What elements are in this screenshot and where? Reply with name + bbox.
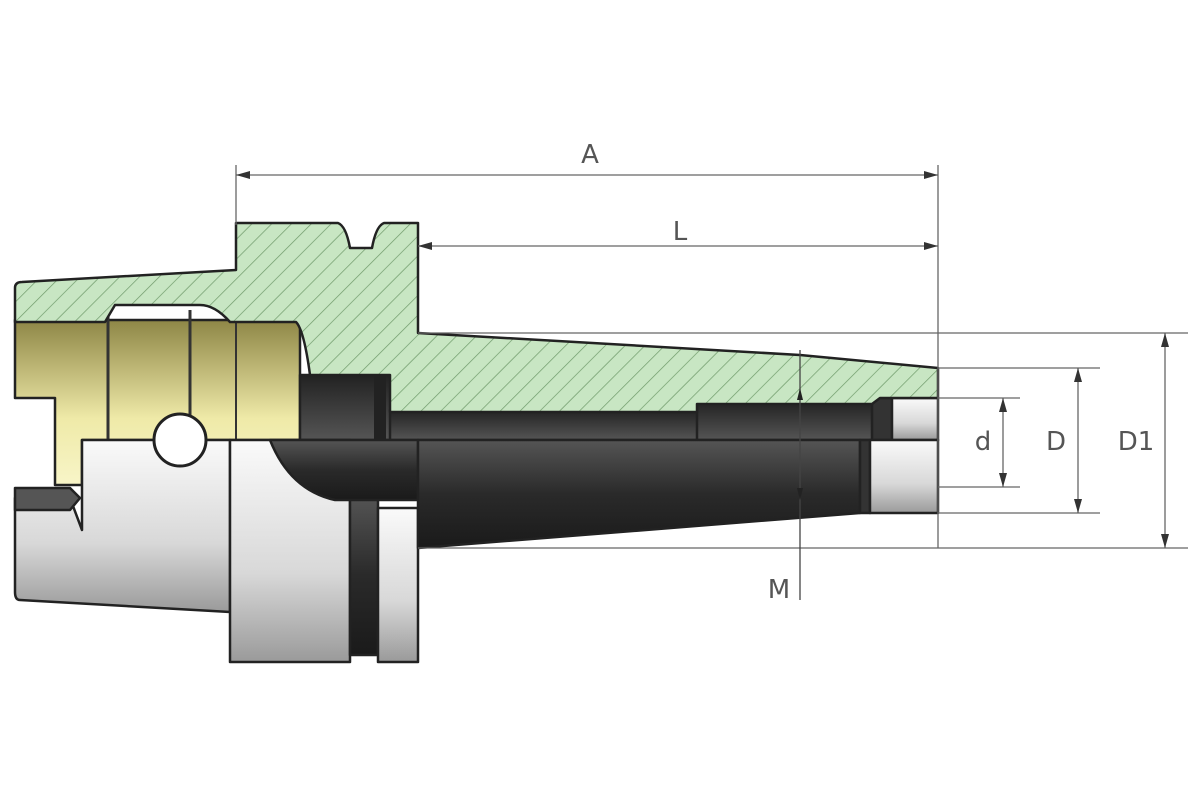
lower-body [13,438,420,664]
arbor [416,438,940,550]
hsk-bore [13,310,302,487]
dimension-lines [235,165,1188,600]
inner-bore [298,373,940,442]
label-M: M [768,575,790,605]
label-D1: D1 [1118,427,1155,457]
label-L: L [673,217,688,247]
ball-icon [152,412,208,468]
label-A: A [581,140,599,170]
label-d: d [975,427,992,457]
section-hatch [13,221,940,414]
label-D: D [1046,427,1066,457]
